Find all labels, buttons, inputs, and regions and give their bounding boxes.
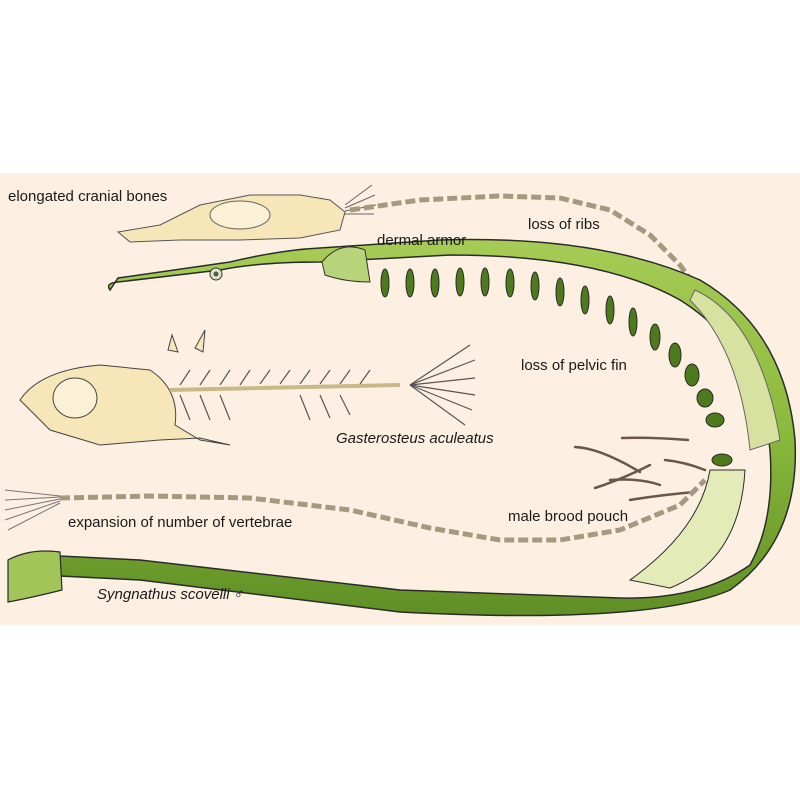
- label-gasterosteus-aculeatus: Gasterosteus aculeatus: [336, 430, 494, 447]
- juvenile-pipefish: [573, 436, 707, 502]
- label-dermal-armor: dermal armor: [377, 232, 467, 249]
- label-expansion-of-vertebrae: expansion of number of vertebrae: [68, 514, 293, 531]
- label-loss-of-pelvic-fin: loss of pelvic fin: [521, 357, 627, 374]
- label-male-brood-pouch: male brood pouch: [508, 508, 629, 525]
- label-loss-of-ribs: loss of ribs: [528, 216, 600, 233]
- pipefish-caudal-skeleton: [4, 478, 707, 543]
- pipefish-dorsal-fin: [321, 246, 371, 283]
- pipefish-tail-dorsal-fin: [689, 289, 781, 451]
- label-elongated-cranial-bones: elongated cranial bones: [8, 188, 168, 205]
- brood-pouch: [628, 469, 746, 589]
- label-syngnathus-scovelli: Syngnathus scovelli ♂: [97, 586, 245, 603]
- pipefish-caudal-fin: [7, 550, 63, 603]
- stickleback-skeleton: [19, 329, 476, 446]
